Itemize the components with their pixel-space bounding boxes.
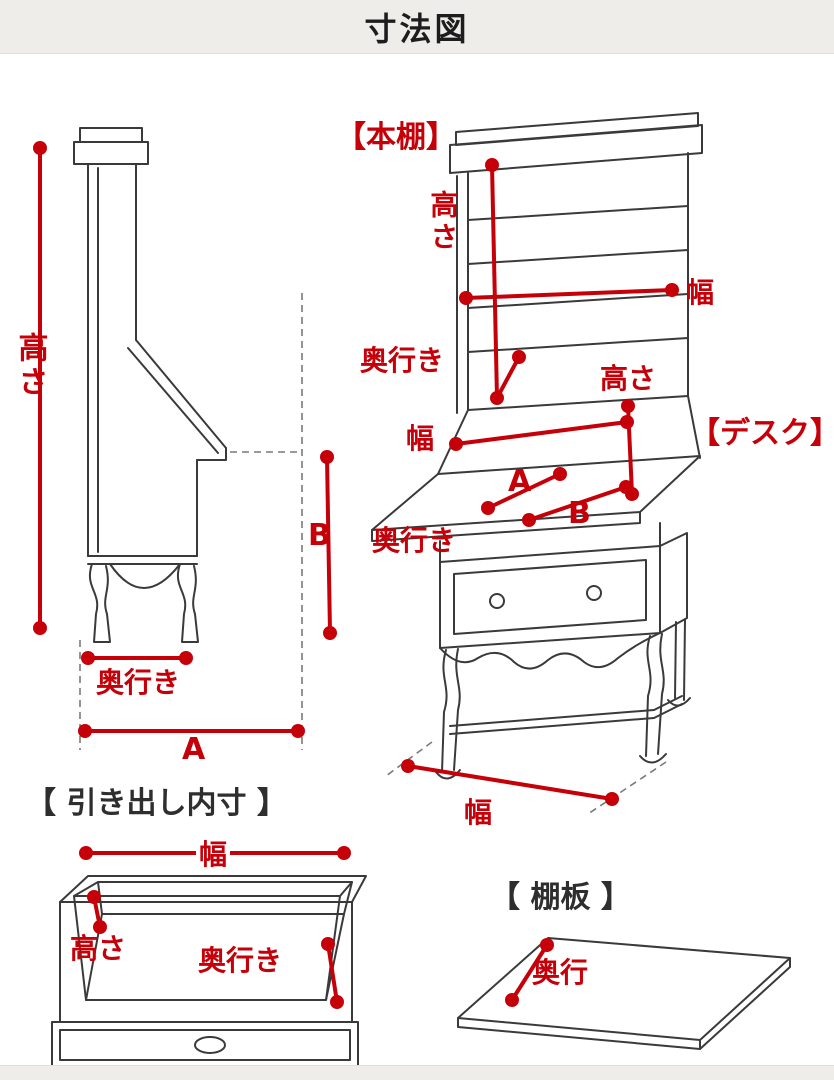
front-base-width-label: 幅 [464,796,493,829]
front-desk-width-label: 幅 [406,422,435,455]
front-desk-height-label: 高さ [600,362,657,395]
side-a-label: A [182,732,206,767]
front-view-drawing [371,112,703,780]
page-title: 寸法図 [364,9,470,48]
shelf-board-drawing [457,937,791,1050]
side-height-label: 高さ [12,332,48,400]
side-depth-label: 奥行き [96,666,181,699]
side-b-label: B [308,518,331,553]
front-view-dimensions [401,158,679,806]
bookshelf-section-label: 【本棚】 [336,120,456,155]
drawer-width-label: 幅 [196,840,231,869]
drawer-section-label: 【 引き出し内寸 】 [26,786,287,821]
front-bookshelf-height-label: 高さ [426,190,460,254]
front-surface-a-label: A [508,464,532,499]
front-bookshelf-depth-label: 奥行き [360,344,445,377]
front-view-guides [385,741,667,815]
front-surface-b-label: B [568,496,591,531]
shelf-depth-label: 奥行 [532,956,589,989]
front-surface-depth-label: 奥行き [372,524,457,557]
front-bookshelf-width-label: 幅 [686,276,715,309]
shelf-section-label: 【 棚板 】 [490,880,631,915]
footer-strip [0,1065,834,1080]
shelf-board-dimensions [505,938,554,1007]
desk-section-label: 【デスク】 [690,416,834,451]
drawer-height-label: 高さ [70,932,127,965]
side-view-dimensions [33,141,337,738]
side-view-drawing [73,127,227,643]
drawer-drawing [51,875,367,1069]
page-header: 寸法図 [0,0,834,54]
drawer-depth-label: 奥行き [198,944,283,977]
side-view-guides [79,293,303,750]
